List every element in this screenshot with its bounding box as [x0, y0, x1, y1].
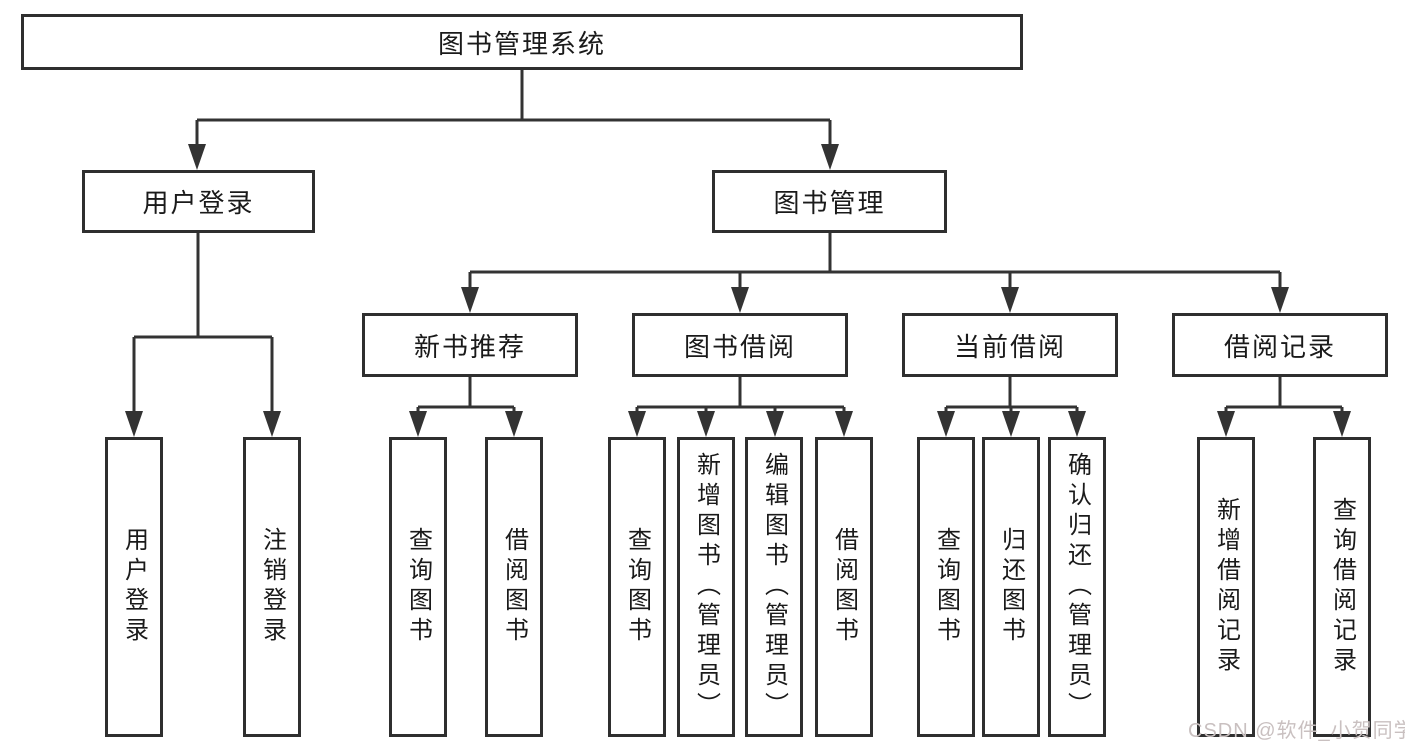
leaf-label: 查询图书	[932, 527, 960, 647]
node-new-book-recommend: 新书推荐	[362, 313, 578, 377]
leaf-current-query-books: 查询图书	[917, 437, 975, 737]
leaf-current-return-books: 归还图书	[982, 437, 1040, 737]
leaf-user-login: 用户登录	[105, 437, 163, 737]
leaf-label: 新增图书（管理员）	[692, 452, 720, 722]
leaf-label: 归还图书	[997, 527, 1025, 647]
node-label: 借阅记录	[1223, 331, 1336, 362]
node-borrow-records: 借阅记录	[1172, 313, 1388, 377]
leaf-label: 查询图书	[623, 527, 651, 647]
node-label: 新书推荐	[413, 331, 526, 362]
leaf-label: 用户登录	[120, 527, 148, 647]
node-label: 当前借阅	[953, 331, 1066, 362]
node-label: 用户登录	[142, 188, 255, 218]
leaf-label: 注销登录	[258, 527, 286, 647]
leaf-borrow-borrow-books: 借阅图书	[815, 437, 873, 737]
node-book-borrow: 图书借阅	[632, 313, 848, 377]
node-label: 图书借阅	[683, 331, 796, 362]
node-label: 图书管理系统	[437, 28, 606, 59]
leaf-borrow-add-books-admin: 新增图书（管理员）	[677, 437, 735, 737]
node-user-login: 用户登录	[82, 170, 315, 233]
leaf-label: 查询图书	[404, 527, 432, 647]
node-root-system: 图书管理系统	[21, 14, 1023, 70]
leaf-label: 确认归还（管理员）	[1063, 452, 1091, 722]
leaf-current-confirm-return-admin: 确认归还（管理员）	[1048, 437, 1106, 737]
leaf-records-query-borrow-record: 查询借阅记录	[1313, 437, 1371, 737]
leaf-newbook-borrow-books: 借阅图书	[485, 437, 543, 737]
leaf-label: 借阅图书	[830, 527, 858, 647]
node-label: 图书管理	[773, 188, 886, 218]
leaf-records-add-borrow-record: 新增借阅记录	[1197, 437, 1255, 737]
leaf-borrow-edit-books-admin: 编辑图书（管理员）	[745, 437, 803, 737]
csdn-watermark: CSDN @软件_小贺同学	[1188, 720, 1405, 742]
leaf-label: 借阅图书	[500, 527, 528, 647]
node-book-management: 图书管理	[712, 170, 947, 233]
leaf-label: 编辑图书（管理员）	[760, 452, 788, 722]
leaf-borrow-query-books: 查询图书	[608, 437, 666, 737]
leaf-logout: 注销登录	[243, 437, 301, 737]
node-current-borrow: 当前借阅	[902, 313, 1118, 377]
leaf-label: 查询借阅记录	[1328, 497, 1356, 677]
leaf-label: 新增借阅记录	[1212, 497, 1240, 677]
leaf-newbook-query-books: 查询图书	[389, 437, 447, 737]
